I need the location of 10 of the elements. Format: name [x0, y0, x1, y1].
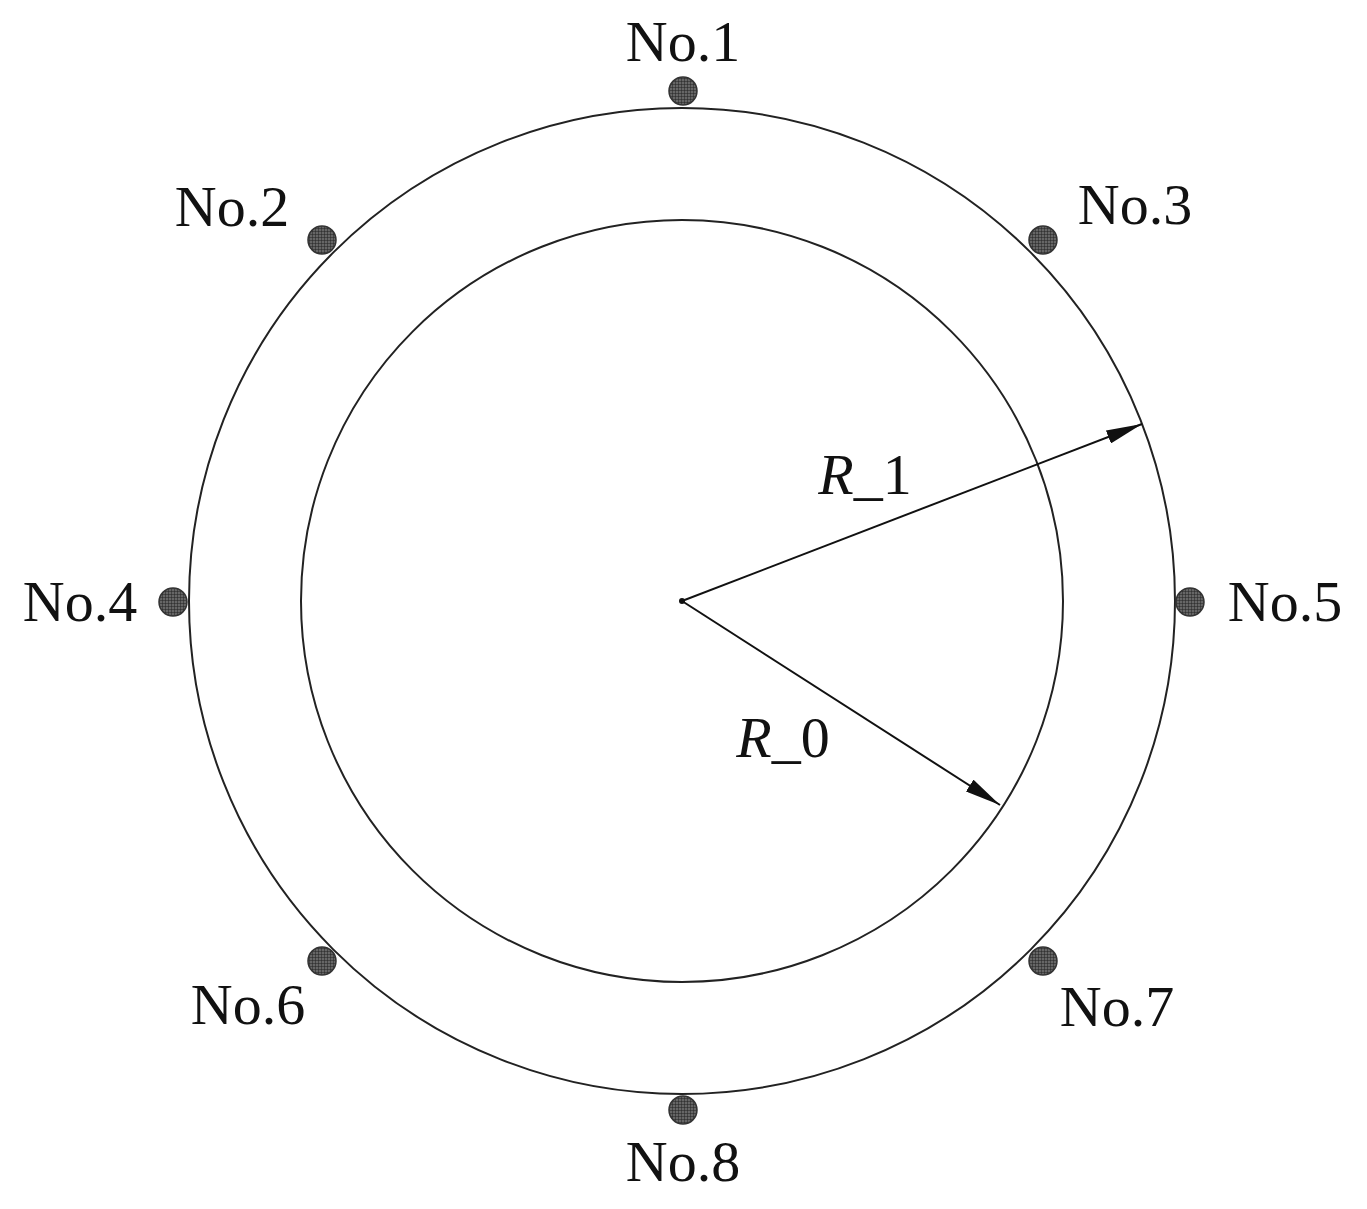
sensor-label: No.4 — [22, 573, 138, 631]
sensor-label: No.7 — [1059, 978, 1175, 1036]
sensor-label: No.3 — [1077, 176, 1193, 234]
radius-label: R_0 — [736, 709, 830, 767]
sensor-label: No.5 — [1227, 573, 1343, 631]
sensor-label: No.2 — [174, 178, 290, 236]
sensor-label: No.6 — [190, 976, 306, 1034]
radius-label: R_1 — [818, 446, 912, 504]
sensor-label: No.8 — [625, 1133, 741, 1191]
sensor-label: No.1 — [625, 13, 741, 71]
